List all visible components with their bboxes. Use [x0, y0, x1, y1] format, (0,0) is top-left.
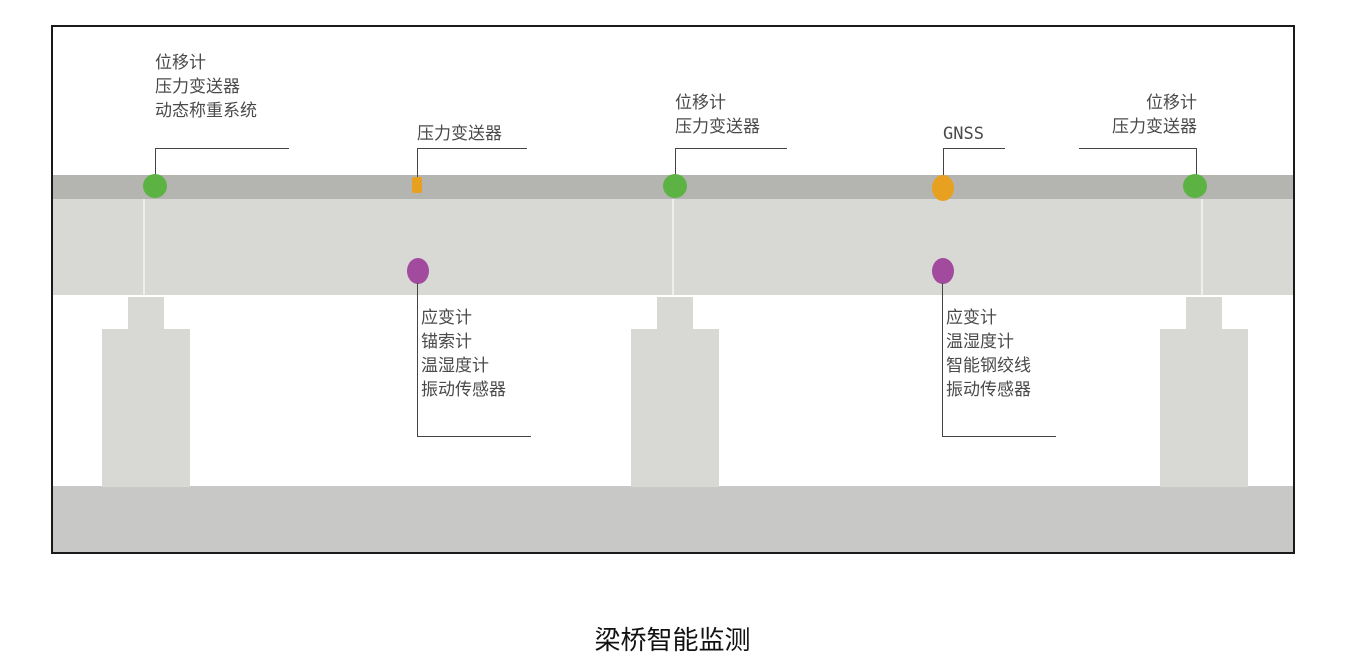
- leader-line-5: [1196, 148, 1197, 186]
- sensor-label-group-3: 位移计 压力变送器: [675, 91, 760, 139]
- sensor-label: 压力变送器: [155, 77, 240, 97]
- sensor-label-group-5: 位移计 压力变送器: [1079, 91, 1197, 139]
- ground: [53, 486, 1293, 552]
- sensor-label: 应变计: [421, 308, 472, 328]
- pier-cap-1: [128, 297, 164, 329]
- sensor-label: 位移计: [1146, 93, 1197, 113]
- sensor-label-group-1: 位移计 压力变送器 动态称重系统: [155, 51, 257, 123]
- joint-line-3: [1201, 199, 1203, 295]
- joint-line-2: [672, 199, 674, 295]
- strain-sensor-dot-1: [407, 258, 429, 284]
- sensor-label: 压力变送器: [417, 124, 502, 144]
- strain-sensor-dot-2: [932, 258, 954, 284]
- sensor-label-group-4: GNSS: [943, 122, 984, 146]
- sensor-label: 应变计: [946, 308, 997, 328]
- sensor-label: 振动传感器: [946, 380, 1031, 400]
- leader-line-3: [675, 148, 676, 186]
- leader-line-2: [417, 148, 418, 178]
- figure-caption: 梁桥智能监测: [594, 626, 751, 656]
- leader-line-7: [942, 283, 943, 437]
- label-underline-6: [417, 436, 531, 437]
- sensor-label: 位移计: [155, 53, 206, 73]
- pier-column-1: [102, 329, 190, 487]
- gnss-dot: [932, 175, 954, 201]
- leader-line-6: [417, 283, 418, 437]
- sensor-label: GNSS: [943, 124, 984, 144]
- sensor-label: 温湿度计: [946, 332, 1014, 352]
- sensor-label: 振动传感器: [421, 380, 506, 400]
- leader-line-4: [943, 148, 944, 186]
- sensor-label: 压力变送器: [675, 117, 760, 137]
- displacement-sensor-dot-3: [1183, 174, 1207, 198]
- pier-column-2: [631, 329, 719, 487]
- label-underline-1: [155, 148, 289, 149]
- label-underline-7: [942, 436, 1056, 437]
- joint-line-1: [143, 199, 145, 295]
- pier-cap-3: [1186, 297, 1222, 329]
- sensor-label-group-6: 应变计 锚索计 温湿度计 振动传感器: [421, 306, 506, 402]
- leader-line-1: [155, 148, 156, 186]
- sensor-label: 位移计: [675, 93, 726, 113]
- displacement-sensor-dot-1: [143, 174, 167, 198]
- bridge-diagram: 位移计 压力变送器 动态称重系统 压力变送器 位移计 压力变送器 GNSS 位移…: [51, 25, 1295, 554]
- pier-cap-2: [657, 297, 693, 329]
- sensor-label: 动态称重系统: [155, 101, 257, 121]
- label-underline-4: [943, 148, 1005, 149]
- pressure-transmitter-marker: [412, 177, 422, 193]
- label-underline-3: [675, 148, 787, 149]
- sensor-label: 温湿度计: [421, 356, 489, 376]
- pier-column-3: [1160, 329, 1248, 487]
- sensor-label-group-7: 应变计 温湿度计 智能钢绞线 振动传感器: [946, 306, 1031, 402]
- displacement-sensor-dot-2: [663, 174, 687, 198]
- label-underline-5: [1079, 148, 1197, 149]
- sensor-label-group-2: 压力变送器: [417, 122, 502, 146]
- sensor-label: 锚索计: [421, 332, 472, 352]
- sensor-label: 智能钢绞线: [946, 356, 1031, 376]
- label-underline-2: [417, 148, 527, 149]
- sensor-label: 压力变送器: [1112, 117, 1197, 137]
